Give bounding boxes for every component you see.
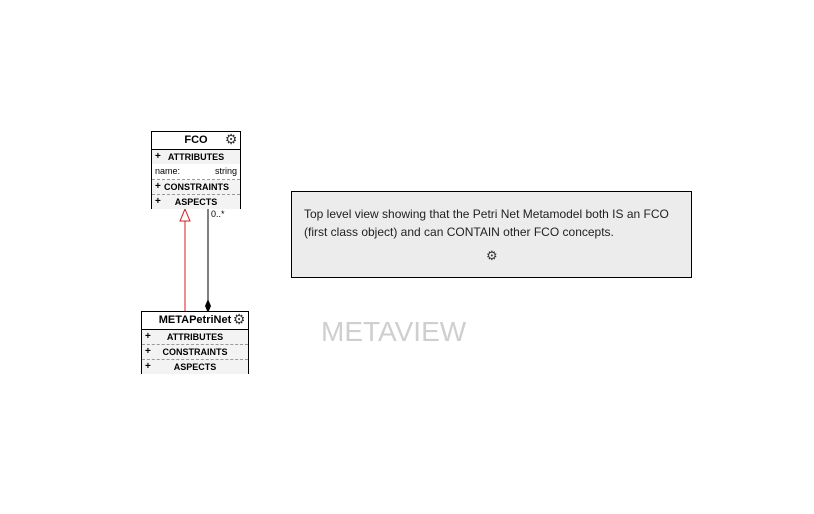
meta-attributes-section: + ATTRIBUTES — [142, 330, 248, 345]
annotation-box[interactable]: Top level view showing that the Petri Ne… — [291, 191, 692, 278]
meta-attributes-label: ATTRIBUTES — [166, 332, 224, 342]
expand-attributes-button[interactable]: + — [155, 151, 161, 162]
gear-icon[interactable]: ⚙ — [224, 132, 238, 148]
metapetrinet-title: METAPetriNet ⚙ — [142, 312, 248, 330]
inheritance-arrowhead — [179, 207, 191, 222]
attribute-type: string — [214, 166, 237, 176]
containment-diamond — [205, 299, 211, 313]
fco-title-text: FCO — [184, 134, 208, 146]
gear-icon[interactable]: ⚙ — [486, 249, 498, 264]
fco-attributes-section: + ATTRIBUTES — [152, 150, 240, 164]
meta-aspects-label: ASPECTS — [173, 362, 217, 372]
gear-icon[interactable]: ⚙ — [232, 312, 246, 328]
expand-aspects-button[interactable]: + — [145, 361, 151, 372]
multiplicity-label: 0..* — [211, 209, 225, 219]
attribute-name: name: — [155, 166, 181, 176]
expand-constraints-button[interactable]: + — [155, 181, 161, 192]
expand-aspects-button[interactable]: + — [155, 196, 161, 207]
metapetrinet-title-text: METAPetriNet — [158, 314, 232, 326]
meta-constraints-label: CONSTRAINTS — [162, 347, 228, 357]
fco-class-box[interactable]: FCO ⚙ + ATTRIBUTES name: string + CONSTR… — [151, 131, 241, 209]
metapetrinet-class-box[interactable]: METAPetriNet ⚙ + ATTRIBUTES + CONSTRAINT… — [141, 311, 249, 374]
fco-aspects-section: + ASPECTS — [152, 195, 240, 209]
fco-aspects-label: ASPECTS — [174, 197, 218, 207]
fco-title: FCO ⚙ — [152, 132, 240, 150]
fco-attributes-label: ATTRIBUTES — [167, 152, 225, 162]
fco-constraints-section: + CONSTRAINTS — [152, 180, 240, 195]
fco-constraints-label: CONSTRAINTS — [164, 182, 229, 192]
fco-attribute-row: name: string — [152, 164, 240, 180]
metaview-watermark: METAVIEW — [321, 316, 467, 347]
expand-constraints-button[interactable]: + — [145, 346, 151, 357]
expand-attributes-button[interactable]: + — [145, 331, 151, 342]
annotation-text: Top level view showing that the Petri Ne… — [304, 207, 669, 239]
meta-aspects-section: + ASPECTS — [142, 360, 248, 374]
meta-constraints-section: + CONSTRAINTS — [142, 345, 248, 360]
